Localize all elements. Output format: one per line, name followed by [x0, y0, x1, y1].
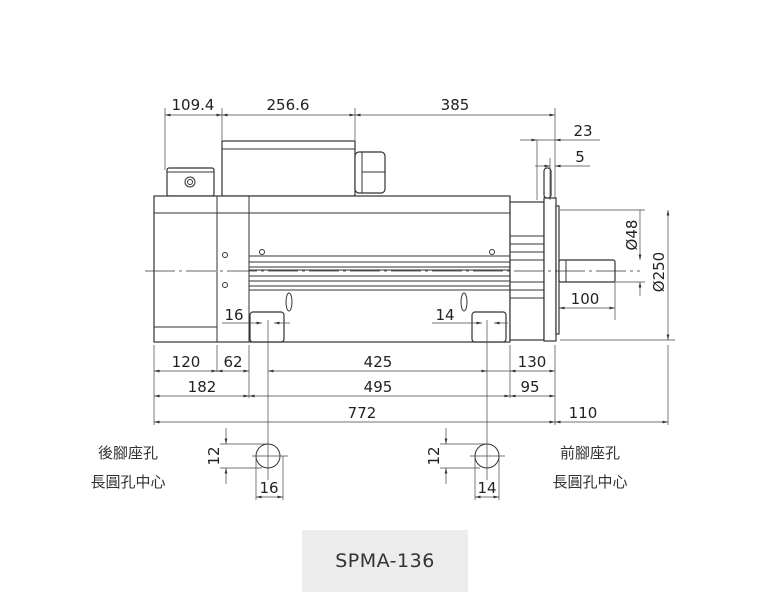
dim-182: 182 [188, 378, 217, 396]
bottom-dimensions: 120 62 425 130 182 495 95 772 110 [153, 345, 669, 425]
dim-256-6: 256.6 [267, 96, 310, 114]
front-slot-label-line1: 前腳座孔 [560, 444, 620, 462]
front-foot [471, 311, 507, 343]
dim-772: 772 [348, 404, 377, 422]
dim-495: 495 [364, 378, 393, 396]
flange [543, 197, 557, 342]
dim-flange-diameter: Ø250 [650, 252, 668, 292]
rear-slot-label-line1: 後腳座孔 [98, 444, 158, 462]
dim-shaft-diameter: Ø48 [623, 220, 641, 251]
dim-385: 385 [441, 96, 470, 114]
dim-front-slot-height: 12 [425, 446, 443, 465]
dim-120: 120 [172, 353, 201, 371]
dim-130: 130 [518, 353, 547, 371]
dim-5: 5 [575, 148, 585, 166]
dim-425: 425 [364, 353, 393, 371]
dim-109-4: 109.4 [172, 96, 215, 114]
front-slot-detail: 12 14 [425, 428, 505, 500]
rear-slot-detail: 12 16 [205, 428, 288, 500]
motor-body [145, 167, 640, 343]
front-slot-label-line2: 長圓孔中心 [552, 473, 627, 491]
dim-front-slot-width: 14 [477, 479, 496, 497]
dim-62: 62 [223, 353, 242, 371]
lifting-eye [543, 167, 552, 199]
dim-rear-slot-height: 12 [205, 446, 223, 465]
connector-icon [184, 176, 196, 188]
dim-23: 23 [573, 122, 592, 140]
rear-foot [249, 311, 285, 343]
dim-front-foot-slot: 14 [435, 306, 454, 324]
model-label: SPMA-136 [302, 530, 468, 592]
rear-slot-label-line2: 長圓孔中心 [90, 473, 165, 491]
dim-shaft-length: 100 [571, 290, 600, 308]
right-dimensions: 23 5 Ø48 Ø250 100 [520, 122, 675, 341]
dim-110: 110 [569, 404, 598, 422]
dim-rear-foot-slot: 16 [224, 306, 243, 324]
dim-rear-slot-width: 16 [259, 479, 278, 497]
dim-95: 95 [520, 378, 539, 396]
top-dimensions: 109.4 256.6 385 [164, 96, 556, 200]
